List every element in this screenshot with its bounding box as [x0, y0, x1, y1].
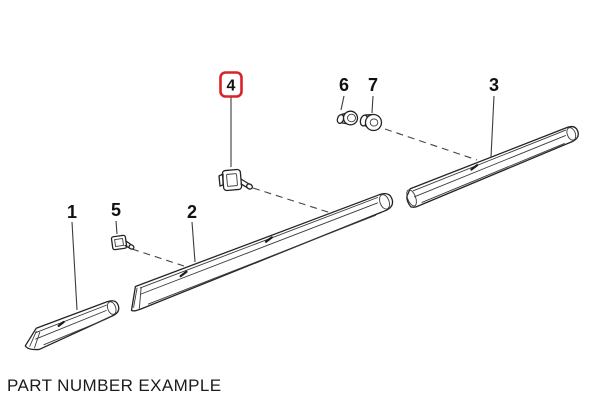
assembly-dashed-line-grommet7: [384, 128, 478, 161]
assembly-dashed-line-clip4: [252, 187, 332, 214]
assembly-dashed-line-clip5: [131, 248, 185, 267]
caption-text: PART NUMBER EXAMPLE: [7, 376, 222, 395]
callout-label-2: 2: [187, 202, 197, 222]
leader-line-5: [115, 220, 118, 235]
clip-part-5-drawing: [110, 234, 135, 251]
callout-label-3: 3: [489, 75, 499, 95]
callout-label-5: 5: [111, 200, 121, 220]
callout-label-1: 1: [67, 202, 77, 222]
moulding-strip-2-drawing: [130, 193, 394, 312]
leader-line-6: [340, 95, 345, 111]
leader-line-2: [191, 221, 196, 263]
moulding-strip-1-drawing: [24, 300, 120, 351]
grommet-part-7-drawing: [359, 113, 383, 132]
clip-part-4-drawing: [218, 168, 254, 192]
moulding-strip-3-drawing: [406, 125, 579, 208]
leader-line-1: [71, 221, 78, 311]
callout-label-4: 4: [227, 78, 236, 95]
leader-line-7: [371, 95, 374, 114]
callout-label-7: 7: [368, 75, 378, 95]
highlight-box-part-4: [219, 71, 243, 98]
plug-part-6-drawing: [336, 110, 359, 126]
leader-line-3: [490, 95, 495, 158]
callout-label-6: 6: [339, 75, 349, 95]
